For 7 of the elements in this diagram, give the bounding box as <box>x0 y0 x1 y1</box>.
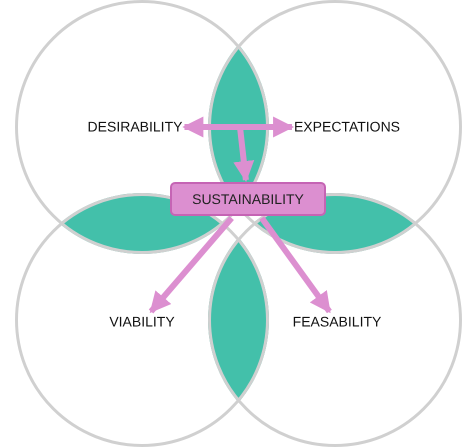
circle-label: VIABILITY <box>109 314 175 330</box>
double-arrow <box>182 116 294 138</box>
circle-label: EXPECTATIONS <box>294 118 400 136</box>
label-box: SUSTAINABILITY <box>170 182 326 216</box>
circle-label: FEASABILITY <box>292 314 382 330</box>
arrow <box>148 216 234 314</box>
circle-label: DESIRABILITY <box>88 118 182 136</box>
